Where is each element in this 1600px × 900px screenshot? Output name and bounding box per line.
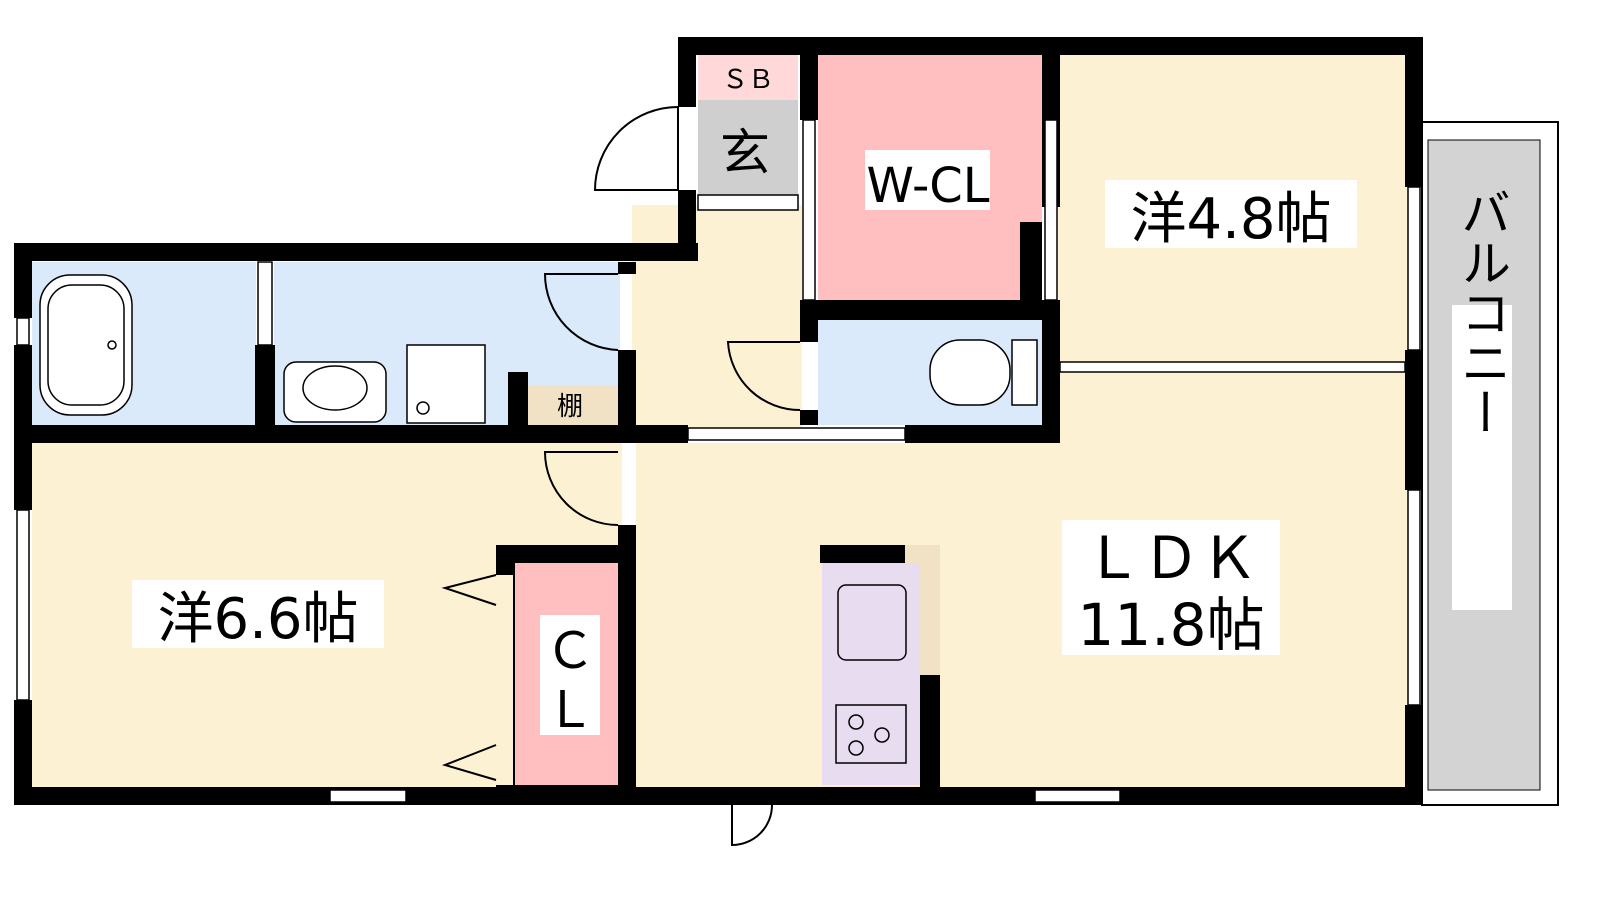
toilet-icon [929,339,1011,406]
room-ldk [636,443,1408,790]
label-western-6-6: 洋6.6帖 [157,587,358,652]
label-sb: ＳＢ [722,65,774,95]
shelf [528,385,618,425]
balcony: バルコニー [1421,121,1559,806]
room-genkan [698,100,798,195]
label-western-4-8: 洋4.8帖 [1130,187,1331,252]
fixtures [39,274,1038,764]
label-ldk-size: 11.8帖 [1077,591,1264,659]
label-ldk: ＬＤＫ [1084,524,1258,592]
label-wcl: W-CL [866,158,989,214]
windows [16,119,1421,803]
bathtub-icon [39,274,133,416]
balcony-label: バルコニー [1453,187,1511,437]
kitchen-sink-icon [837,584,907,661]
label-genkan: 玄 [720,124,770,182]
hallway [632,205,802,430]
doors [441,106,801,847]
stove-icon [835,704,907,764]
room-sb [698,55,798,100]
label-shelf: 棚 [557,392,583,422]
label-closet-l: Ｌ [545,681,595,739]
label-closet-c: Ｃ [545,622,595,680]
